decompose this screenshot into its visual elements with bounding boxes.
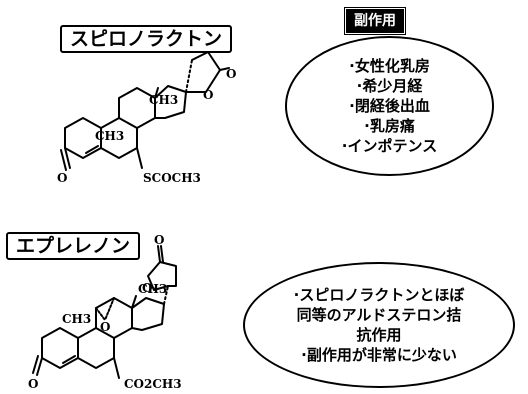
eplerenone-substituent: CO2CH3 <box>124 377 182 391</box>
spironolactone-ch3-upper: CH3 <box>149 93 178 107</box>
spironolactone-ring-o2: O <box>203 88 213 102</box>
side-effects-title: 副作用 <box>344 7 406 35</box>
eplerenone-name: エプレレノン <box>16 235 131 257</box>
note-line: 抗作用 <box>356 326 402 344</box>
eplerenone-epoxide-o: O <box>100 320 110 334</box>
eplerenone-ketone-o: O <box>28 377 38 391</box>
eplerenone-name-box: エプレレノン <box>6 232 141 260</box>
side-effect-item: ·希少月経 <box>356 77 423 95</box>
note-line: ·副作用が非常に少ない <box>301 346 457 364</box>
side-effect-item: ·インポテンス <box>341 137 438 155</box>
side-effect-item: ·乳房痛 <box>364 117 415 135</box>
eplerenone-note-ellipse: ·スピロノラクトンとほぼ 同等のアルドステロン拮 抗作用 ·副作用が非常に少ない <box>243 262 515 388</box>
spironolactone-name-box: スピロノラクトン <box>60 25 233 53</box>
side-effects-ellipse: ·女性化乳房 ·希少月経 ·閉経後出血 ·乳房痛 ·インポテンス <box>285 36 494 176</box>
spironolactone-ch3-lower: CH3 <box>95 129 124 143</box>
eplerenone-ch3-upper: CH3 <box>138 282 167 296</box>
spironolactone-ketone-o: O <box>57 171 67 185</box>
side-effect-item: ·女性化乳房 <box>349 57 430 75</box>
spironolactone-ring-o: O <box>226 67 236 81</box>
note-line: ·スピロノラクトンとほぼ <box>293 286 465 304</box>
spironolactone-name: スピロノラクトン <box>70 28 223 50</box>
note-line: 同等のアルドステロン拮 <box>296 306 462 324</box>
spironolactone-substituent: SCOCH3 <box>143 171 201 185</box>
side-effect-item: ·閉経後出血 <box>349 97 430 115</box>
eplerenone-lactone-top-o: O <box>154 233 164 247</box>
eplerenone-lactone-ring-o: O <box>142 281 152 295</box>
eplerenone-ch3-lower: CH3 <box>62 312 91 326</box>
